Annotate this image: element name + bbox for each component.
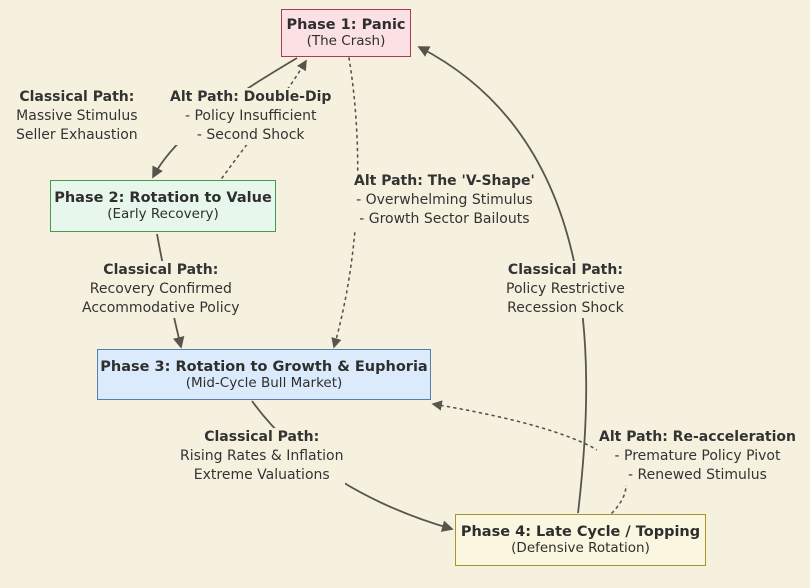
edge-label-line: Extreme Valuations [193, 467, 330, 483]
node-phase4-late-cycle: Phase 4: Late Cycle / Topping (Defensive… [455, 514, 706, 566]
edge-label-alt-p2-p1: Alt Path: Double-Dip - Policy Insufficie… [168, 88, 334, 145]
node-phase2-title: Phase 2: Rotation to Value [54, 190, 272, 206]
edge-label-line: Recovery Confirmed [89, 281, 232, 297]
edge-label-line: - Growth Sector Bailouts [359, 211, 530, 227]
edge-label-classical-p4-p1: Classical Path: Policy Restrictive Reces… [504, 261, 627, 318]
edge-label-title: Classical Path: [507, 262, 623, 278]
edge-label-line: Seller Exhaustion [16, 127, 138, 143]
edge-label-line: - Premature Policy Pivot [614, 448, 781, 464]
edge-label-line: Rising Rates & Inflation [180, 448, 344, 464]
edge-label-classical-p2-p3: Classical Path: Recovery Confirmed Accom… [80, 261, 242, 318]
edge-label-line: Accommodative Policy [82, 300, 240, 316]
edge-label-title: Alt Path: The 'V-Shape' [354, 173, 535, 189]
edge-label-title: Classical Path: [204, 429, 320, 445]
node-phase1-title: Phase 1: Panic [286, 17, 406, 33]
edge-label-title: Classical Path: [103, 262, 219, 278]
node-phase2-subtitle: (Early Recovery) [107, 206, 219, 222]
node-phase1-subtitle: (The Crash) [306, 33, 386, 49]
edge-label-title: Alt Path: Re-acceleration [599, 429, 797, 445]
edge-label-alt-p1-p3: Alt Path: The 'V-Shape' - Overwhelming S… [352, 172, 537, 229]
node-phase3-rotation-to-growth: Phase 3: Rotation to Growth & Euphoria (… [97, 349, 431, 400]
edge-label-classical-p3-p4: Classical Path: Rising Rates & Inflation… [178, 428, 346, 485]
node-phase4-title: Phase 4: Late Cycle / Topping [460, 524, 701, 540]
node-phase4-subtitle: (Defensive Rotation) [511, 540, 650, 556]
edge-label-title: Alt Path: Double-Dip [170, 89, 332, 105]
node-phase2-rotation-to-value: Phase 2: Rotation to Value (Early Recove… [50, 180, 276, 232]
edge-label-line: - Overwhelming Stimulus [356, 192, 533, 208]
edge-label-alt-p4-p3: Alt Path: Re-acceleration - Premature Po… [597, 428, 799, 485]
edge-phase4-to-phase1-solid [417, 46, 588, 514]
edge-label-line: - Policy Insufficient [184, 108, 317, 124]
edge-label-classical-p1-p2: Classical Path: Massive Stimulus Seller … [14, 88, 140, 145]
edge-label-line: Massive Stimulus [16, 108, 138, 124]
edge-label-line: Policy Restrictive [506, 281, 625, 297]
edge-label-title: Classical Path: [19, 89, 135, 105]
node-phase1-panic: Phase 1: Panic (The Crash) [281, 9, 411, 57]
node-phase3-title: Phase 3: Rotation to Growth & Euphoria [100, 358, 428, 375]
edge-label-line: - Renewed Stimulus [628, 467, 767, 483]
node-phase3-subtitle: (Mid-Cycle Bull Market) [185, 374, 343, 391]
edge-phase4-to-phase3-dotted [431, 400, 627, 514]
edge-label-line: - Second Shock [196, 127, 305, 143]
edge-label-line: Recession Shock [507, 300, 624, 316]
